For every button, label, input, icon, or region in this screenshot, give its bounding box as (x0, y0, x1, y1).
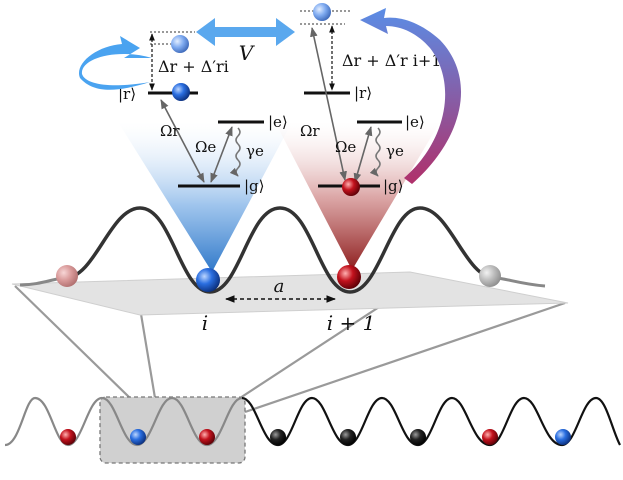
interaction-arrow (196, 18, 295, 46)
zoom-selection-box (99, 396, 246, 464)
right-laser-cone (275, 122, 440, 270)
chain-atom-black (270, 429, 286, 445)
right-excited-atom (313, 3, 331, 21)
left-omega-e-label: Ωe (195, 138, 216, 156)
right-gamma-label: γe (386, 142, 404, 160)
right-level-g-label: |g⟩ (383, 177, 404, 195)
right-detuning-label: Δr + Δ′r i+1 (342, 51, 441, 70)
faded-grey-atom (479, 265, 501, 287)
chain-atom-red (60, 429, 76, 445)
right-omega-r-label: Ωr (300, 122, 320, 140)
right-level-scheme: Δr + Δ′r i+1 |r⟩ |e⟩ |g⟩ Ωr Ωe γe (300, 3, 441, 196)
left-level-r-label: |r⟩ (118, 85, 136, 103)
right-ground-atom (342, 178, 360, 196)
site-label-i-plus-1: i + 1 (327, 311, 376, 335)
zoomed-lattice-fade-right (494, 276, 546, 288)
atom-site-i (196, 268, 220, 292)
bottom-lattice-potential-right (241, 396, 621, 447)
chain-atom-red (482, 429, 498, 445)
chain-atom-red (199, 429, 215, 445)
atom-site-i-plus-1 (337, 265, 361, 289)
left-omega-r-label: Ωr (160, 122, 180, 140)
right-level-e-label: |e⟩ (405, 113, 425, 131)
left-detuning-label: Δr + Δ′ri (158, 57, 229, 76)
chain-atom-black (410, 429, 426, 445)
site-label-i: i (202, 311, 208, 335)
left-excited-atom (171, 35, 189, 53)
chain-atom-black (340, 429, 356, 445)
right-omega-e-label: Ωe (335, 138, 356, 156)
chain-atom-blue (130, 429, 146, 445)
chain-atom-blue (555, 429, 571, 445)
bottom-chain-atoms (60, 429, 571, 445)
spacing-label: a (274, 276, 285, 297)
left-level-g-label: |g⟩ (244, 177, 265, 195)
right-level-r-label: |r⟩ (354, 84, 372, 102)
left-level-scheme: Δr + Δ′ri |r⟩ |e⟩ |g⟩ Ωr Ωe γe (118, 31, 288, 195)
faded-red-atom (56, 265, 78, 287)
left-gamma-label: γe (246, 142, 264, 160)
left-rydberg-atom (172, 83, 190, 101)
right-curved-arrow (360, 8, 462, 184)
lattice-plane (11, 271, 569, 316)
left-level-e-label: |e⟩ (268, 113, 288, 131)
left-curved-arrow (79, 36, 152, 90)
interaction-label: V (239, 41, 256, 65)
zoomed-lattice-potential (64, 206, 496, 294)
